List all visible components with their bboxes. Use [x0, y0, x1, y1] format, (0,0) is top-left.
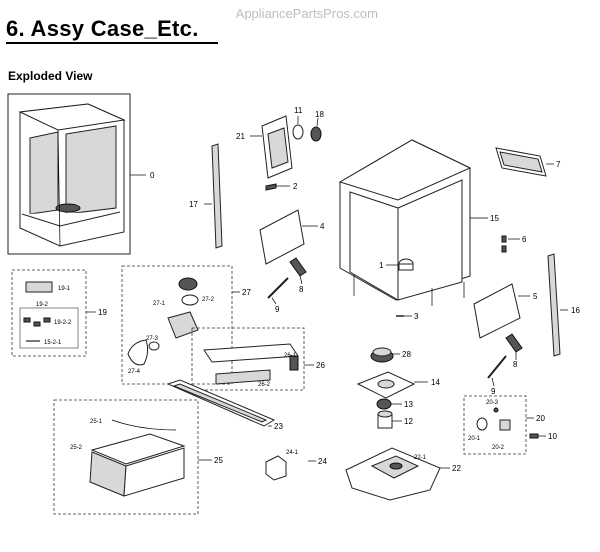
group-27[interactable] [121, 265, 233, 385]
callout-26-2: 26-2 [258, 382, 271, 388]
group-26[interactable] [191, 327, 305, 391]
callout-24: 24 [318, 457, 327, 466]
part-2-screw[interactable] [265, 183, 277, 191]
callout-12: 12 [404, 417, 413, 426]
part-21-bracket[interactable] [261, 115, 293, 179]
callout-6: 6 [522, 235, 527, 244]
part-8-spring-right[interactable] [505, 333, 523, 353]
callout-20-2: 20-2 [492, 445, 505, 451]
part-9-rod-left[interactable] [267, 277, 289, 299]
callout-9-left: 9 [275, 305, 280, 314]
callout-4: 4 [320, 222, 325, 231]
part-18-cap[interactable] [310, 126, 322, 142]
watermark: AppliancePartsPros.com [235, 6, 378, 21]
callout-19-2-2: 19-2-2 [54, 320, 72, 326]
section-subtitle: Exploded View [8, 69, 93, 83]
callout-20-1: 20-1 [468, 436, 481, 442]
callout-25-1: 25-1 [90, 419, 103, 425]
callout-22: 22 [452, 464, 461, 473]
callout-26: 26 [316, 361, 325, 370]
callout-26-1: 26-1 [284, 353, 297, 359]
callout-25-2: 25-2 [70, 445, 83, 451]
callout-10: 10 [548, 432, 557, 441]
group-19[interactable] [11, 269, 87, 357]
callout-24-1: 24-1 [286, 450, 299, 456]
part-13-nut[interactable] [376, 398, 392, 410]
callout-0: 0 [150, 171, 155, 180]
part-12-cylinder[interactable] [377, 410, 393, 429]
part-0-assembly[interactable] [7, 93, 131, 255]
title-underline [6, 42, 218, 44]
part-14-filter-plate[interactable] [356, 371, 416, 399]
part-22-sump-base[interactable] [345, 447, 441, 501]
callout-3: 3 [414, 312, 419, 321]
callout-21: 21 [236, 132, 245, 141]
part-10-screw[interactable] [529, 433, 539, 439]
part-5-panel[interactable] [473, 283, 521, 339]
callout-19: 19 [98, 308, 107, 317]
callout-8-left: 8 [299, 285, 304, 294]
callout-25: 25 [214, 456, 223, 465]
callout-20: 20 [536, 414, 545, 423]
callout-20-3: 20-3 [486, 400, 499, 406]
callout-7: 7 [556, 160, 561, 169]
callout-14: 14 [431, 378, 440, 387]
callout-27-2: 27-2 [202, 297, 215, 303]
callout-11: 11 [294, 106, 303, 115]
part-9-rod-right[interactable] [487, 355, 507, 379]
callout-1: 1 [379, 261, 384, 270]
group-25[interactable] [53, 399, 199, 515]
callout-22-1: 22-1 [414, 455, 427, 461]
callout-27-1: 27-1 [153, 301, 166, 307]
part-17-side-strip[interactable] [211, 143, 223, 249]
callout-23: 23 [274, 422, 283, 431]
callout-28: 28 [402, 350, 411, 359]
callout-18: 18 [315, 110, 324, 119]
callout-13: 13 [404, 400, 413, 409]
callout-19-1: 19-1 [58, 286, 71, 292]
callout-27-3: 27-3 [146, 336, 159, 342]
part-7-handle-trim[interactable] [495, 147, 547, 177]
callout-27: 27 [242, 288, 251, 297]
part-6-clip[interactable] [501, 235, 507, 253]
page-title: 6. Assy Case_Etc. [6, 16, 199, 41]
part-23-trim-strip[interactable] [166, 379, 276, 427]
callout-8-right: 8 [513, 360, 518, 369]
part-4-panel[interactable] [259, 209, 305, 265]
callout-27-4: 27-4 [128, 369, 141, 375]
callout-19-2: 19-2 [36, 302, 49, 308]
part-28-filter[interactable] [370, 347, 394, 363]
part-24-block[interactable] [265, 455, 287, 481]
group-20[interactable] [463, 395, 527, 455]
part-11-washer[interactable] [292, 124, 304, 140]
part-1-fitting[interactable] [398, 258, 414, 271]
part-16-side-strip[interactable] [547, 253, 561, 357]
callout-15: 15 [490, 214, 499, 223]
callout-2: 2 [293, 182, 298, 191]
part-8-spring-left[interactable] [289, 257, 307, 277]
callout-9-right: 9 [491, 387, 496, 396]
callout-15-2-1: 15-2-1 [44, 340, 62, 346]
callout-16: 16 [571, 306, 580, 315]
callout-17: 17 [189, 200, 198, 209]
callout-5: 5 [533, 292, 538, 301]
part-15-case[interactable] [338, 139, 472, 306]
